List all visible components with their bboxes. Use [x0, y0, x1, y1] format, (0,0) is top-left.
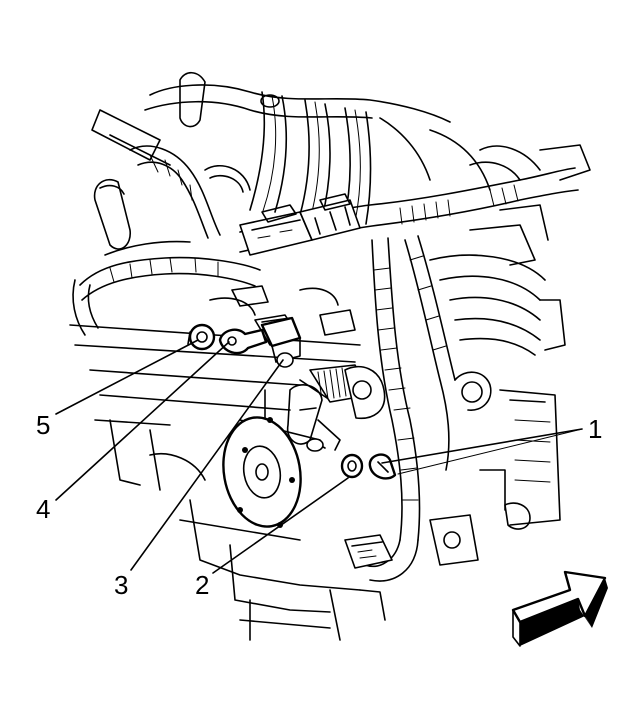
main-harness-loop — [72, 240, 261, 336]
sensor-assembly — [286, 364, 386, 452]
leader-line-1 — [381, 428, 583, 464]
callout-4: 4 — [36, 494, 50, 524]
leader-line-3 — [130, 359, 284, 571]
right-components — [429, 204, 566, 566]
part-3-sensor — [260, 316, 302, 368]
part-2-washer — [340, 453, 364, 479]
callout-3: 3 — [114, 570, 128, 600]
callout-5: 5 — [36, 410, 50, 440]
engine-line-art — [69, 71, 591, 641]
leader-line-1b — [397, 428, 583, 475]
sprocket-disc — [222, 416, 302, 528]
leader-line-4 — [55, 341, 230, 501]
callout-labels: 1 2 3 4 5 — [36, 410, 602, 600]
lower-connector — [344, 534, 393, 569]
left-hose — [93, 145, 251, 250]
direction-arrow-icon — [511, 570, 608, 647]
upper-connectors — [239, 193, 361, 256]
callout-1: 1 — [588, 414, 602, 444]
leader-line-5 — [55, 339, 199, 415]
leader-lines — [55, 339, 583, 574]
leader-line-2 — [212, 477, 349, 574]
exploded-parts — [187, 316, 397, 480]
vertical-harness — [364, 235, 456, 582]
intake-manifold — [91, 71, 491, 225]
part-4-bracket — [218, 328, 268, 355]
engine-block-lower — [69, 324, 386, 641]
part-5-bushing — [187, 323, 216, 351]
callout-2: 2 — [195, 570, 209, 600]
part-1-clip — [368, 453, 397, 480]
